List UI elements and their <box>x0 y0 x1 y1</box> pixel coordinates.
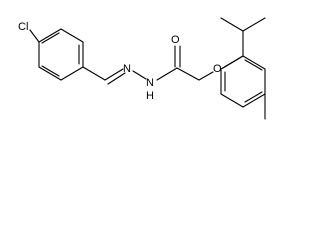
amide-hydrogen-label: H <box>146 90 154 102</box>
methylene-oxygen-bond <box>198 71 214 81</box>
chemical-structure: Cl N N H O O <box>18 17 266 120</box>
amide-nitrogen-label: N <box>146 77 154 89</box>
acyl-methylene-bond <box>176 67 200 81</box>
chlorophenyl-ring <box>38 28 84 81</box>
aryl-methine-bond <box>82 66 106 81</box>
amide-bond <box>156 67 178 81</box>
isopropyl-methylphenyl-ring <box>220 55 266 108</box>
ether-oxygen-label: O <box>213 63 222 75</box>
isopropyl-group <box>220 17 266 57</box>
hydrazone-nitrogen-label: N <box>123 63 131 75</box>
chlorine-label: Cl <box>18 21 28 33</box>
nitrogen-nitrogen-bond <box>132 70 147 80</box>
imine-double-bond <box>104 68 126 85</box>
carbonyl-double-bond <box>174 45 181 68</box>
carbonyl-oxygen-label: O <box>171 34 180 46</box>
chlorine-bond <box>29 29 40 43</box>
